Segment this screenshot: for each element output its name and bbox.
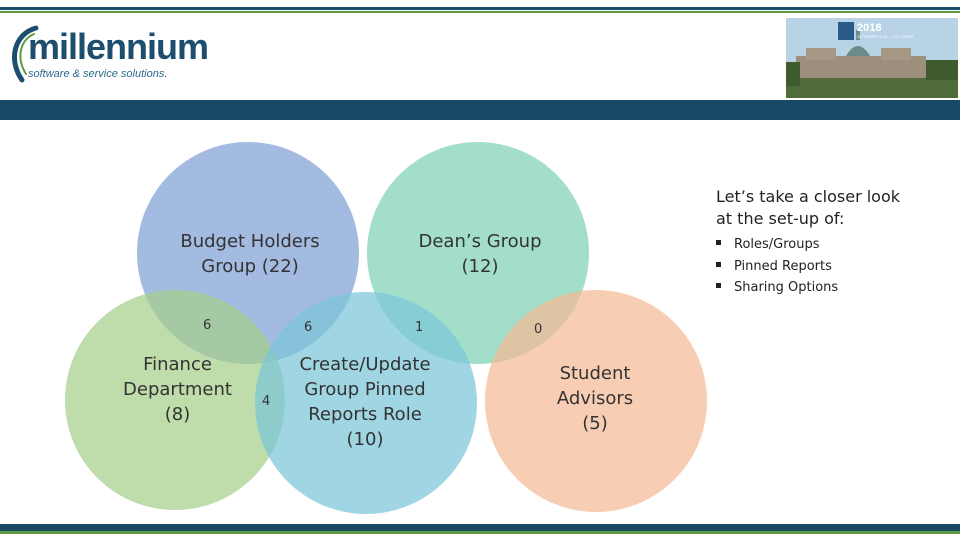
list-item: Roles/Groups [716, 234, 838, 256]
side-bullet-list: Roles/Groups Pinned Reports Sharing Opti… [716, 234, 838, 299]
parliament-photo [786, 18, 958, 98]
bullet-icon [716, 283, 721, 288]
create-update-circle [255, 292, 477, 514]
deans-group-label: Dean’s Group (12) [418, 231, 542, 277]
side-intro-text: Let’s take a closer look at the set-up o… [716, 187, 901, 228]
finance-department-label: Finance Department (8) [123, 354, 232, 425]
list-item: Sharing Options [716, 277, 838, 299]
list-item-label: Pinned Reports [734, 258, 832, 274]
create-update-label: Create/Update Group Pinned Reports Role … [299, 354, 431, 450]
footer-rule [0, 524, 960, 531]
overlap-deans-student: 0 [534, 322, 543, 337]
list-item-label: Roles/Groups [734, 237, 820, 252]
logo-tagline: software & service solutions. [28, 68, 168, 80]
logo-swoosh-icon [12, 25, 39, 83]
overlap-deans-create: 1 [415, 320, 424, 335]
bullet-icon [716, 261, 721, 267]
footer-rule-accent [0, 531, 960, 534]
bullet-icon [716, 240, 721, 245]
header-rule-accent [0, 11, 960, 13]
finance-department-circle [65, 290, 285, 510]
overlap-budget-finance: 6 [203, 318, 212, 333]
conference-dates: OCTOBER 9-11 > VICTORIA [857, 34, 914, 39]
list-item-label: Sharing Options [734, 280, 839, 295]
list-item: Pinned Reports [716, 256, 838, 278]
conference-banner: 2018 OCTOBER 9-11 > VICTORIA [786, 18, 958, 98]
conference-year: 2018 [857, 22, 882, 34]
logo-wordmark: millennium [28, 26, 209, 67]
student-advisors-label: Student Advisors (5) [556, 363, 634, 434]
overlap-finance-create: 4 [262, 394, 271, 409]
overlap-budget-create: 6 [304, 320, 313, 335]
millennium-logo: millennium software & service solutions. [6, 20, 236, 90]
budget-holders-label: Budget Holders Group (22) [180, 231, 320, 277]
header-rule-top [0, 7, 960, 10]
student-advisors-circle [485, 290, 707, 512]
header-band [0, 100, 960, 120]
